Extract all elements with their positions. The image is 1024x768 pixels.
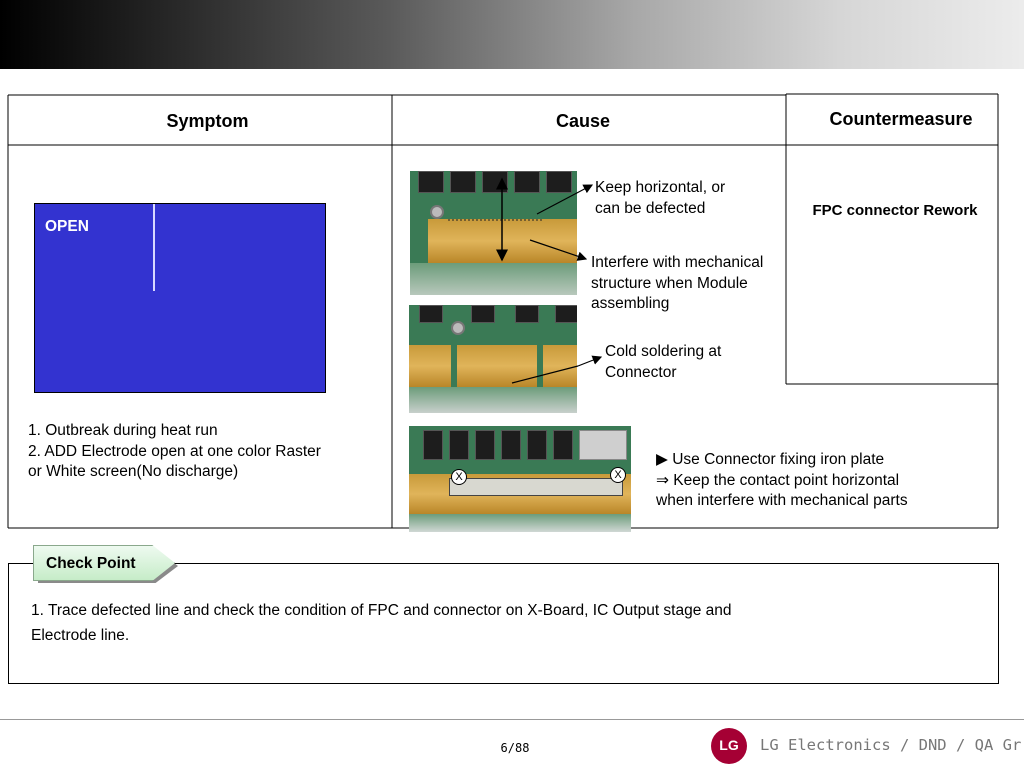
annotation-arrows [448,177,603,384]
checkpoint-box [8,563,999,684]
lg-logo: LG [711,728,747,764]
footer-divider [0,719,1024,720]
checkpoint-text: 1. Trace defected line and check the con… [31,602,732,644]
callout-cold-soldering: Cold soldering at Connector [605,343,722,381]
open-screen-image: OPEN [34,203,326,393]
symptom-description: 1. Outbreak during heat run 2. ADD Elect… [28,422,321,480]
remedy-text: ▶ Use Connector fixing iron plate ⇒ Keep… [656,451,908,509]
checkpoint-tab [33,545,175,581]
table-frame [7,93,999,529]
countermeasure-text: FPC connector Rework [812,202,978,219]
checkpoint-label: Check Point [46,555,136,572]
iron-plate [449,478,623,496]
connector-fixing-plate-photo [409,426,631,532]
open-line [153,204,155,291]
cause-header: Cause [555,111,611,131]
countermeasure-header: Countermeasure [829,109,973,129]
callout-interfere: Interfere with mechanical structure when… [591,254,764,312]
marker-x-right: X [610,467,626,483]
symptom-header: Symptom [166,111,249,131]
marker-x-left: X [451,469,467,485]
lg-logo-letters: LG [719,737,739,753]
header-gradient-bar [0,0,1024,69]
open-label: OPEN [45,218,89,235]
callout-keep-horizontal: Keep horizontal, or can be defected [595,179,726,217]
connector-photo-2 [409,305,577,413]
footer-company: LG Electronics / DND / QA Gr. [760,736,1024,754]
page-number: 6/88 [500,741,530,755]
